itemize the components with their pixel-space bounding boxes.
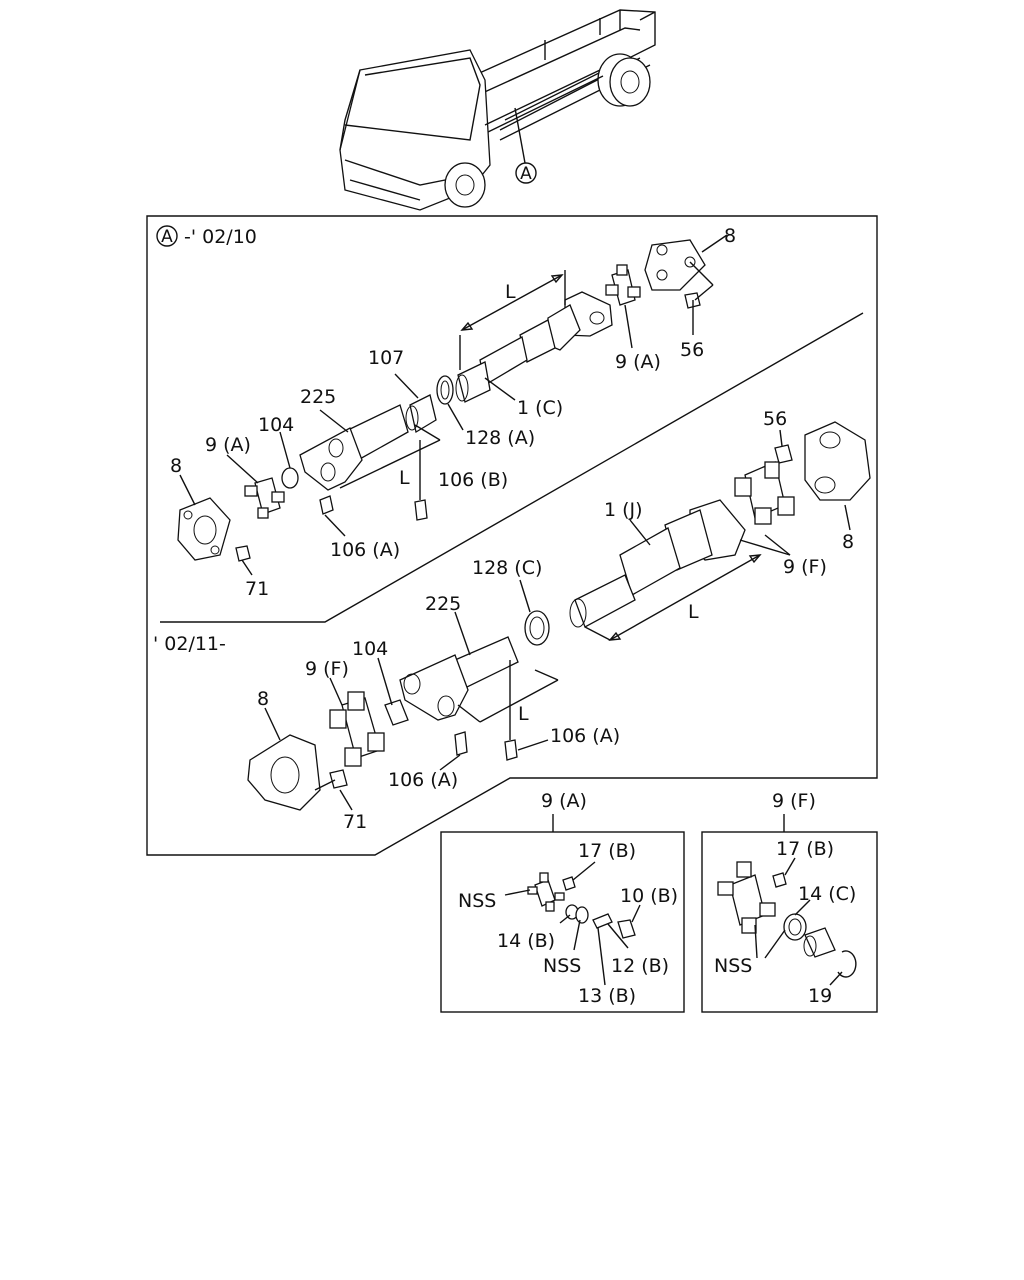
label-9f-lower-right: 9 (F) [783,556,827,578]
upper-variant-parts [177,239,706,562]
label-71-lower: 71 [343,811,367,833]
label-128c: 128 (C) [472,557,542,579]
label-106a-lower-left: 106 (A) [388,769,458,791]
inset-9a-label-nss-1: NSS [458,890,496,912]
label-8-upper-right: 8 [724,225,736,247]
lower-variant-parts [247,421,871,811]
label-225-lower: 225 [425,593,461,615]
label-1c: 1 (C) [517,397,563,419]
inset-9a-label-12b: 12 (B) [611,955,669,977]
label-L-mid: L [399,467,410,489]
label-107: 107 [368,347,404,369]
inset-9a-label-13b: 13 (B) [578,985,636,1007]
label-9a-upper-right: 9 (A) [615,351,661,373]
lower-leader-lines [264,429,851,811]
upper-leader-lines [179,234,728,576]
lower-variant-date-range: ' 02/11- [153,633,226,655]
label-L-lower-left: L [518,703,529,725]
inset-9a-label-14b: 14 (B) [497,930,555,952]
label-1j: 1 (J) [604,499,643,521]
header-reference: A -' 02/10 [156,225,257,248]
truck-callout-letter: A [520,164,532,184]
truck-overview-illustration: A [339,9,656,211]
label-104-lower: 104 [352,638,388,660]
label-8-lower-right: 8 [842,531,854,553]
label-L-lower-right: L [688,601,699,623]
label-106a-upper: 106 (A) [330,539,400,561]
header-date-range: -' 02/10 [184,226,257,248]
inset-9a-label-10b: 10 (B) [620,885,678,907]
inset-9f-label-nss: NSS [714,955,752,977]
inset-9f-label-14c: 14 (C) [798,883,856,905]
inset-9f-label-17b: 17 (B) [776,838,834,860]
variant-divider [160,312,864,623]
label-71-upper: 71 [245,578,269,600]
label-8-lower-left: 8 [257,688,269,710]
inset-9f-title: 9 (F) [772,790,816,812]
label-104-upper: 104 [258,414,294,436]
label-9f-lower-left: 9 (F) [305,658,349,680]
label-L-top: L [505,281,516,303]
label-56-upper: 56 [680,339,704,361]
label-225-upper: 225 [300,386,336,408]
label-8-upper-left: 8 [170,455,182,477]
inset-9f-label-19: 19 [808,985,832,1007]
label-106a-lower-right: 106 (A) [550,725,620,747]
inset-9a-label-nss-2: NSS [543,955,581,977]
label-56-lower: 56 [763,408,787,430]
inset-9a: 9 (A) [440,790,685,1013]
main-diagram-frame [146,215,878,856]
label-106b: 106 (B) [438,469,508,491]
header-circle-letter: A [161,227,173,247]
label-128a: 128 (A) [465,427,535,449]
inset-9f: 9 (F) [701,790,878,1013]
label-9a-upper-left: 9 (A) [205,434,251,456]
inset-9a-label-17b: 17 (B) [578,840,636,862]
inset-9a-title: 9 (A) [541,790,587,812]
